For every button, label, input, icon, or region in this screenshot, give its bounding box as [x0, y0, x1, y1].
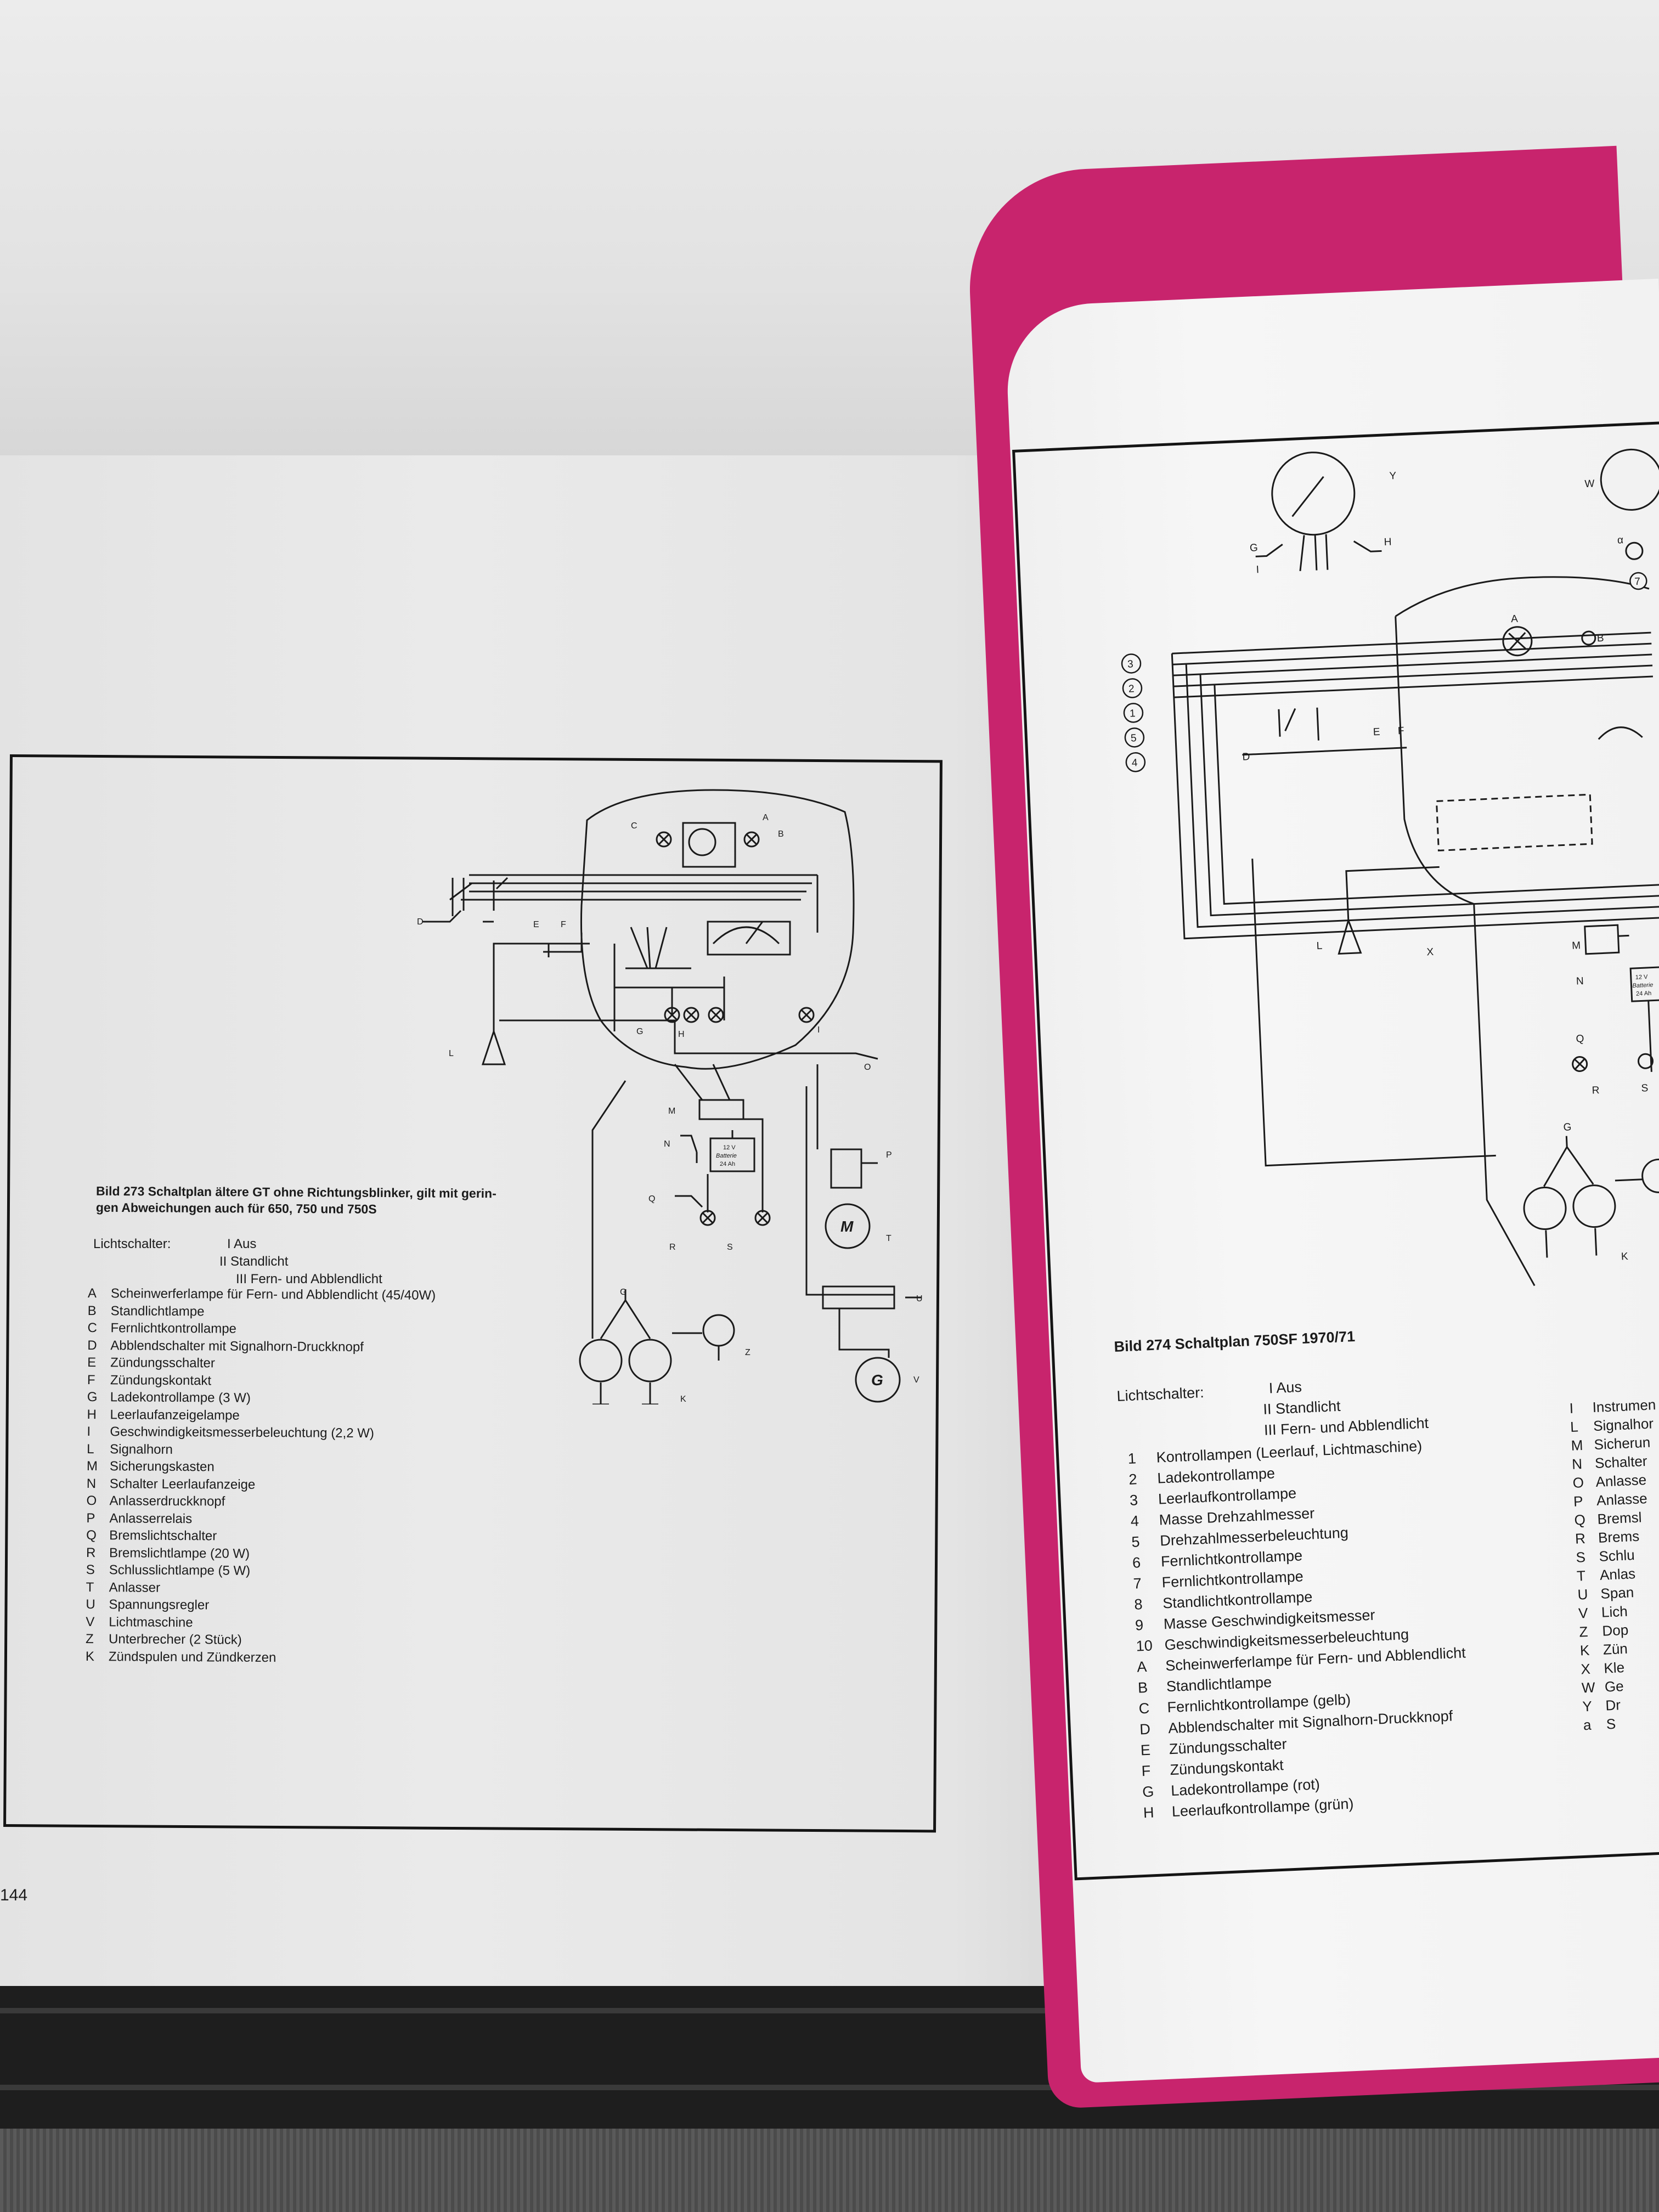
diagram-label-K: K: [1621, 1251, 1629, 1263]
diagram-label-P: P: [886, 1150, 892, 1160]
battery-label-1: 12 V: [723, 1144, 736, 1151]
diagram-label-R: R: [669, 1243, 676, 1252]
diagram-label-F: F: [1397, 725, 1404, 737]
connector-number-4: 4: [1131, 757, 1138, 769]
switch-positions-left: I Aus II Standlicht III Fern- und Abblen…: [219, 1237, 382, 1286]
switch-label-left: Lichtschalter:: [93, 1237, 171, 1251]
wiring-diagram-right: 3 2 1 5 4 7 Y G H I W α A B D E F L X M …: [1121, 448, 1659, 1286]
diagram-label-A: A: [1511, 613, 1519, 625]
battery-label-2: Batterie: [716, 1153, 737, 1159]
diagram-label-B: B: [1596, 633, 1604, 645]
diagram-label-I: I: [1256, 564, 1259, 575]
diagram-label-E: E: [533, 920, 539, 929]
diagram-label-G-coil: G: [620, 1288, 627, 1297]
diagram-label-A: A: [763, 813, 769, 822]
diagram-label-N: N: [664, 1139, 670, 1149]
diagram-label-V: V: [913, 1375, 919, 1385]
battery-label-3: 24 Ah: [720, 1161, 735, 1167]
diagram-label-Q: Q: [1576, 1033, 1584, 1045]
diagram-label-K: K: [680, 1395, 686, 1404]
diagram-label-N: N: [1576, 975, 1584, 988]
diagram-label-alpha: α: [1617, 534, 1624, 546]
page-number: 144: [0, 1886, 28, 1904]
diagram-label-G: G: [1250, 542, 1259, 554]
battery-label-3: 24 Ah: [1636, 990, 1652, 997]
diagram-label-S: S: [727, 1243, 733, 1252]
diagram-label-C: C: [631, 821, 637, 831]
diagram-label-E: E: [1373, 726, 1380, 738]
diagram-label-U: U: [916, 1294, 923, 1304]
diagram-label-H: H: [678, 1030, 685, 1039]
background-carpet: [0, 2129, 1659, 2212]
diagram-label-Z: Z: [745, 1348, 751, 1357]
connector-number-7: 7: [1634, 576, 1640, 588]
connector-number-5: 5: [1131, 732, 1137, 744]
switch-positions-right: I Aus II Standlicht III Fern- und Abblen…: [1262, 1378, 1429, 1438]
diagram-label-W: W: [1584, 478, 1595, 490]
diagram-label-G: G: [636, 1027, 643, 1036]
diagram-label-D: D: [1242, 751, 1250, 763]
diagram-label-D: D: [417, 917, 424, 927]
connector-number-2: 2: [1128, 683, 1135, 695]
diagram-label-G-coil: G: [1563, 1121, 1572, 1133]
diagram-label-L: L: [1316, 940, 1322, 952]
diagram-label-I: I: [817, 1025, 820, 1035]
diagram-label-F: F: [561, 920, 566, 929]
connector-number-1: 1: [1130, 708, 1136, 719]
diagram-label-L: L: [449, 1049, 454, 1058]
battery-label-2: Batterie: [1632, 982, 1653, 990]
diagram-label-O: O: [864, 1063, 871, 1072]
diagram-label-B: B: [778, 830, 784, 839]
connector-number-3: 3: [1127, 658, 1133, 670]
battery-label-1: 12 V: [1635, 974, 1649, 981]
generator-symbol: G: [871, 1372, 883, 1389]
diagram-label-H: H: [1384, 537, 1392, 549]
diagram-label-X: X: [1426, 946, 1434, 958]
diagram-label-M: M: [668, 1107, 675, 1116]
diagram-label-R: R: [1592, 1085, 1600, 1097]
motor-symbol: M: [840, 1218, 854, 1235]
diagram-label-Q: Q: [648, 1194, 655, 1204]
diagram-label-Y: Y: [1389, 470, 1397, 482]
diagram-label-S: S: [1641, 1082, 1649, 1094]
diagram-label-T: T: [886, 1234, 891, 1243]
wiring-diagram-left: A B C D E F G H I L M N O P Q R S T U V …: [417, 789, 923, 1404]
diagram-label-M: M: [1572, 940, 1581, 952]
book-page-left: [0, 455, 1119, 1986]
